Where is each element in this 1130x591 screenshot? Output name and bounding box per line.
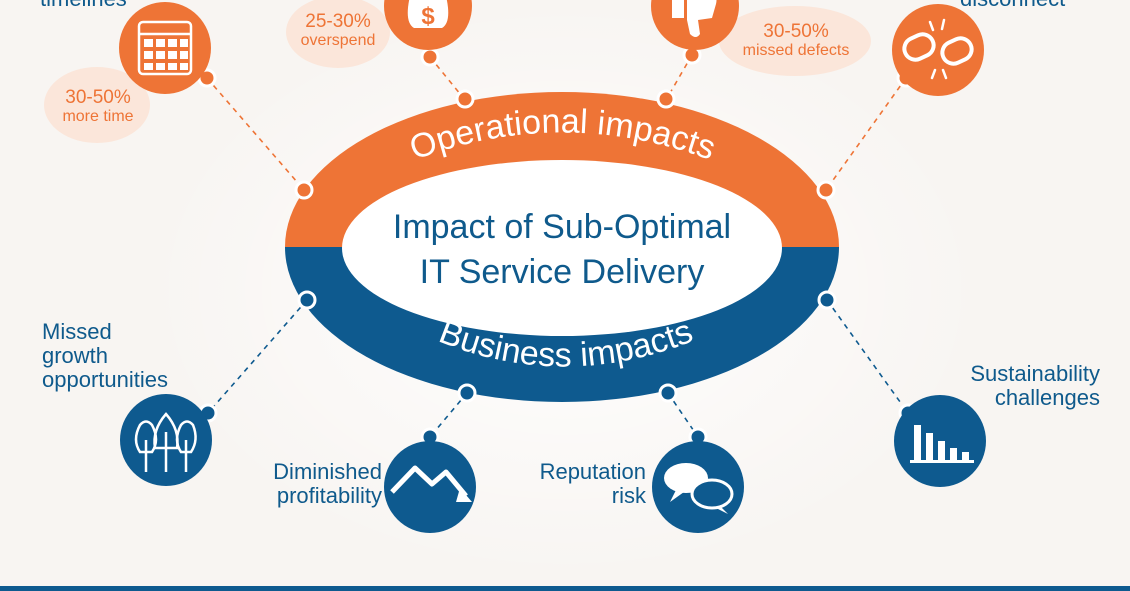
svg-text:$: $ [421,3,435,30]
stat-timelines: 30-50% more time [52,88,144,126]
money-bag-icon: $ [384,0,472,50]
chart-down-icon [384,441,476,533]
thumbs-down-icon [651,0,739,50]
growth-line3: opportunities [42,367,168,392]
dot-defects-inner [656,89,676,109]
dot-reputation-inner [658,383,678,403]
center-title-line1: Impact of Sub-Optimal [393,208,731,246]
sustainability-line1: Sustainability [970,361,1100,386]
broken-link-icon [892,4,984,96]
stat-defects-value: 30-50% [763,21,829,42]
disconnect-label: disconnect [960,0,1065,11]
stat-bubble-timelines [44,67,150,143]
growth-label: Missed growth opportunities [42,320,168,392]
reputation-line1: Reputation [539,459,646,484]
dot-overspend-inner [455,89,475,109]
growth-line2: growth [42,343,109,368]
growth-line1: Missed [42,319,112,344]
stat-defects: 30-50% missed defects [728,22,864,60]
timelines-label: timelines [40,0,127,11]
stat-overspend: 25-30% overspend [290,12,386,50]
stat-timelines-caption: more time [62,108,134,125]
stat-overspend-caption: overspend [300,32,376,49]
stat-bubble-overspend [286,0,390,68]
connector-timelines [206,77,305,191]
sustainability-label: Sustainability challenges [920,362,1100,410]
profitability-line2: profitability [276,483,382,508]
bottom-bar [0,586,1130,591]
reputation-label: Reputation risk [500,460,646,508]
speech-bubbles-icon [652,441,744,533]
bar-chart-icon [894,395,986,487]
trees-icon [120,394,212,486]
central-ring [285,92,839,402]
stat-overspend-value: 25-30% [305,11,371,32]
profitability-line1: Diminished [273,459,382,484]
stat-defects-caption: missed defects [742,42,850,59]
sustainability-line2: challenges [994,385,1100,410]
stat-bubble-defects [719,6,871,76]
dot-timelines-inner [294,180,314,200]
dot-profitability-inner [457,383,477,403]
dot-growth-inner [297,290,317,310]
dot-overspend-outer [420,47,440,67]
profitability-label: Diminished profitability [230,460,382,508]
calendar-icon [119,2,211,94]
connector-sustainability [826,299,909,414]
connector-disconnect [825,77,907,191]
dot-disconnect-inner [816,180,836,200]
stat-timelines-value: 30-50% [65,87,131,108]
reputation-line2: risk [611,483,646,508]
center-ellipse [342,160,782,336]
dot-sustainability-inner [817,290,837,310]
center-title-line2: IT Service Delivery [420,253,705,291]
